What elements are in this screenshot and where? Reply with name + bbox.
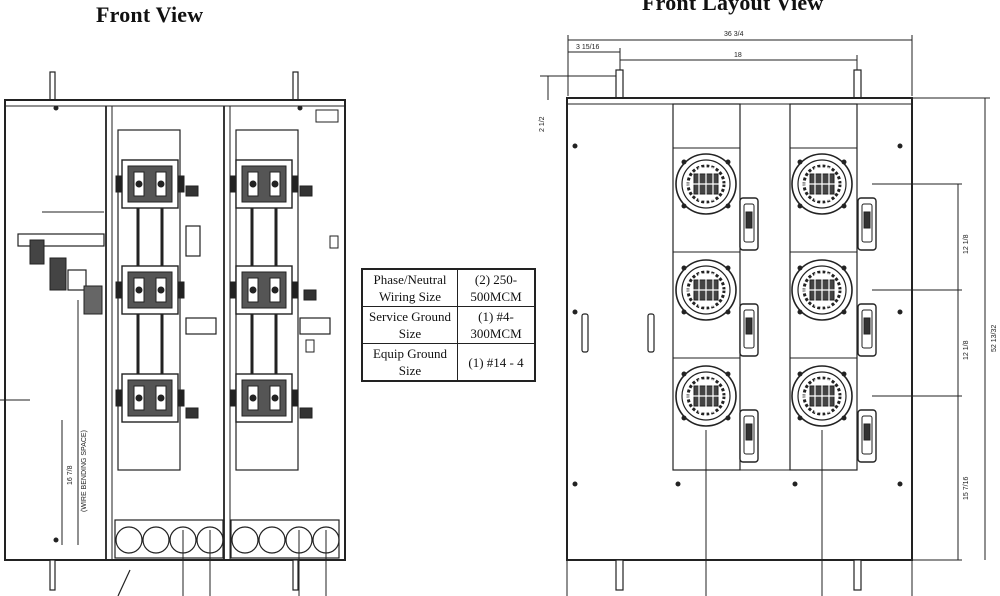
wire-bending-note: (WIRE BENDING SPACE) bbox=[81, 430, 88, 512]
dim-top-offset: 2 1/2 bbox=[539, 116, 546, 132]
spec-value: (2) 250-500MCM bbox=[457, 268, 536, 307]
dim-left-offset: 3 15/16 bbox=[576, 44, 599, 51]
spec-label: Phase/Neutral Wiring Size bbox=[361, 268, 458, 307]
front-view-title: Front View bbox=[96, 2, 204, 27]
dim-bottom: 15 7/16 bbox=[963, 477, 970, 500]
spec-label: Equip Ground Size bbox=[361, 343, 458, 382]
front-layout-view-drawing bbox=[540, 35, 990, 596]
dim-meter-pitch-upper: 12 1/8 bbox=[963, 234, 970, 254]
wire-bending-dim-label: 16 7/8 bbox=[67, 465, 74, 485]
spec-row: Service Ground Size (1) #4-300MCM bbox=[361, 306, 536, 344]
dim-overall-height: 52 13/32 bbox=[991, 325, 998, 352]
dim-meter-pitch-lower: 12 1/8 bbox=[963, 340, 970, 360]
dim-overall-width: 36 3/4 bbox=[724, 31, 744, 38]
wiring-spec-table: Phase/Neutral Wiring Size (2) 250-500MCM… bbox=[361, 268, 536, 382]
spec-label: Service Ground Size bbox=[361, 306, 458, 344]
spec-row: Equip Ground Size (1) #14 - 4 bbox=[361, 343, 536, 382]
dim-meter-spacing: 18 bbox=[734, 52, 742, 59]
spec-value: (1) #14 - 4 bbox=[457, 343, 536, 382]
spec-row: Phase/Neutral Wiring Size (2) 250-500MCM bbox=[361, 268, 536, 307]
front-view-drawing bbox=[0, 71, 346, 596]
front-layout-view-title: Front Layout View bbox=[642, 0, 824, 15]
spec-value: (1) #4-300MCM bbox=[457, 306, 536, 344]
